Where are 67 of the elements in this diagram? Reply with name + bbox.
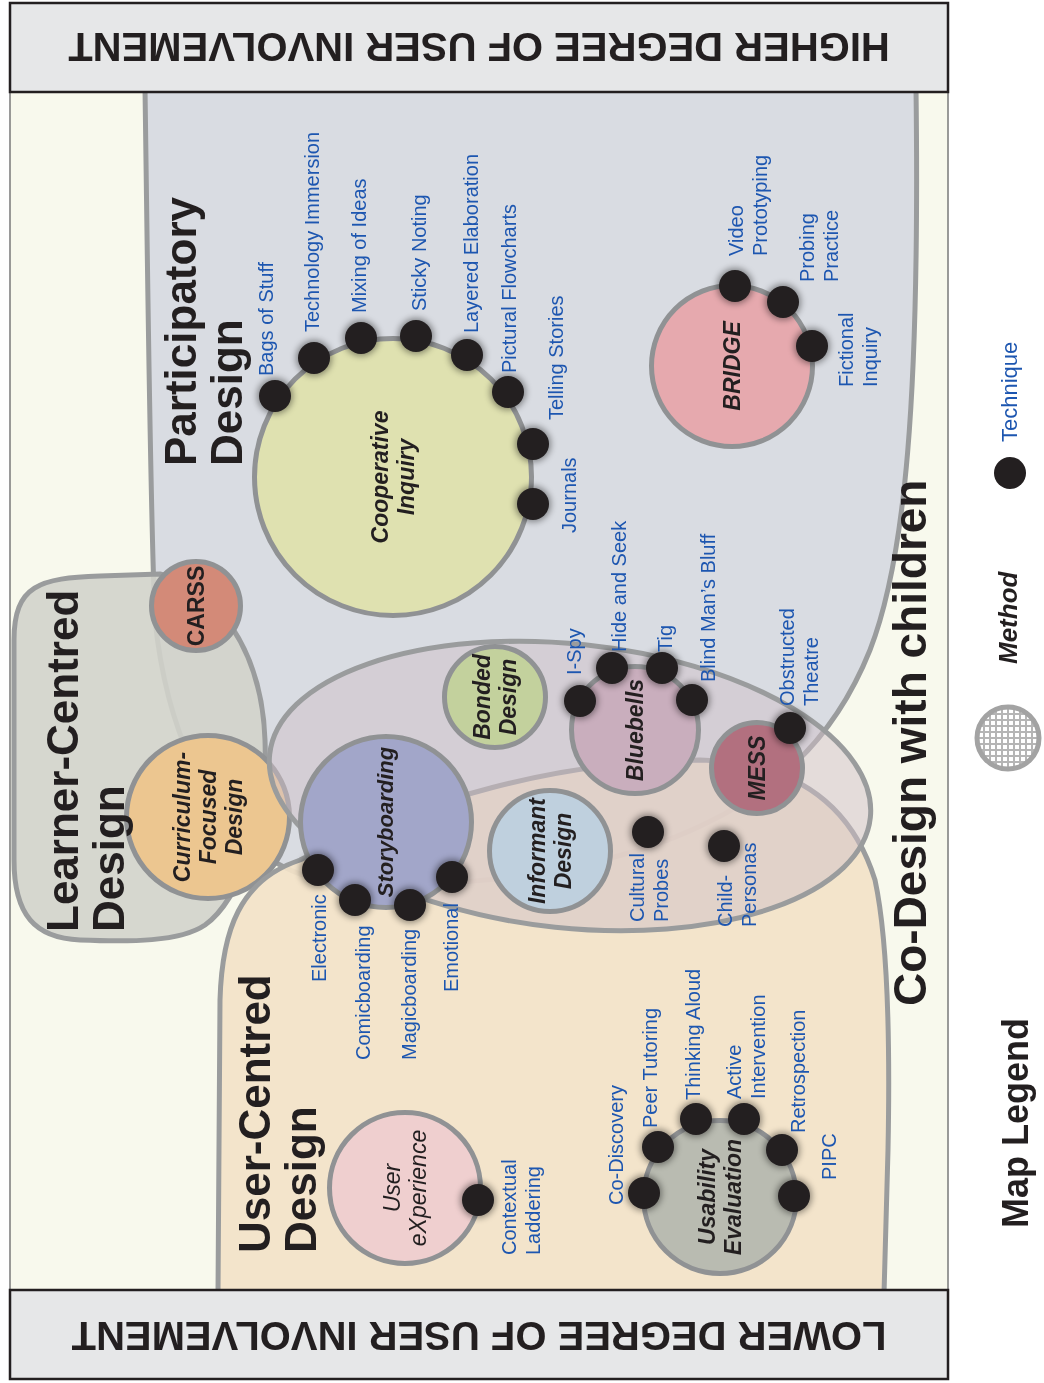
technique-label: Video Prototyping [724, 153, 772, 256]
technique-dot [680, 1103, 712, 1135]
technique-dot [517, 488, 549, 520]
technique-label: Probing Practice [795, 208, 843, 282]
legend-label: Technique [998, 340, 1022, 442]
technique-label: I-Spy [562, 627, 586, 675]
technique-dot [462, 1184, 494, 1216]
technique-label: Co-Discovery [604, 1083, 628, 1205]
legend-label: Method [995, 570, 1021, 664]
technique-dot [676, 684, 708, 716]
technique-dot [564, 685, 596, 717]
technique-label: Technology Immersion [300, 130, 324, 332]
technique-label: Thinking Aloud [681, 967, 705, 1100]
technique-label: Fictional Inquiry [834, 311, 882, 387]
technique-label: Magicboarding [397, 927, 421, 1060]
method-name: CARSS [183, 564, 209, 649]
method-name: Bonded Design [469, 652, 521, 742]
technique-label: Tig [653, 623, 677, 652]
method-name: MESS [744, 734, 770, 803]
technique-label: Electronic [307, 893, 331, 982]
technique-label: Retrospection [786, 1008, 810, 1133]
technique-dot [728, 1103, 760, 1135]
technique-label: Comicboarding [351, 924, 375, 1060]
method-name: User eXperience [379, 1128, 431, 1249]
method-name: Cooperative Inquiry [367, 409, 419, 546]
technique-label: Pictural Flowcharts [497, 203, 521, 373]
technique-dot [451, 339, 483, 371]
method-name: Storyboarding [373, 745, 399, 900]
technique-dot [719, 270, 751, 302]
technique-label: Telling Stories [544, 294, 568, 420]
band-label: HIGHER DEGREE OF USER INVOLVEMENT [67, 24, 891, 70]
technique-label: Mixing of Ideas [347, 177, 371, 313]
method-name: BRIDGE [719, 319, 745, 413]
technique-label: Journals [557, 456, 581, 533]
legend-title: Map Legend [994, 1017, 1037, 1228]
technique-dot [796, 330, 828, 362]
technique-label: Sticky Noting [407, 193, 431, 311]
method-name: Curriculum-Focused Design [169, 750, 247, 885]
technique-label: Contextual Laddering [497, 1158, 545, 1255]
technique-dot [767, 286, 799, 318]
technique-label: Blind Man’s Bluff [696, 532, 720, 682]
technique-label: Cultural Probes [625, 852, 673, 922]
method-name: Bluebells [622, 677, 648, 784]
technique-dot [766, 1134, 798, 1166]
technique-dot [492, 376, 524, 408]
technique-dot [778, 1180, 810, 1212]
technique-dot [436, 861, 468, 893]
technique-dot [400, 320, 432, 352]
technique-dot [302, 854, 334, 886]
technique-dot [628, 1177, 660, 1209]
technique-label: Hide and Seek [607, 519, 631, 652]
technique-label: Layered Elaboration [459, 153, 483, 333]
technique-dot [339, 884, 371, 916]
band-label: LOWER DEGREE OF USER INVOLVEMENT [70, 1313, 888, 1359]
method-name: Informant Design [524, 796, 576, 907]
region-title: Participatory Design [158, 196, 250, 466]
technique-dot [517, 428, 549, 460]
method-name: Usability Evaluation [694, 1137, 746, 1258]
technique-label: Peer Tutoring [638, 1006, 662, 1128]
technique-label: Emotional [439, 902, 463, 992]
region-title: Learner-Centred Design [40, 588, 132, 932]
technique-label: Bags of Stuff [254, 260, 278, 376]
technique-label: PIPC [817, 1132, 841, 1180]
technique-label: Child-Personas [713, 841, 761, 927]
technique-label: Active Intervention [722, 993, 770, 1099]
technique-label: Obstructed Theatre [775, 607, 823, 706]
technique-dot [345, 322, 377, 354]
